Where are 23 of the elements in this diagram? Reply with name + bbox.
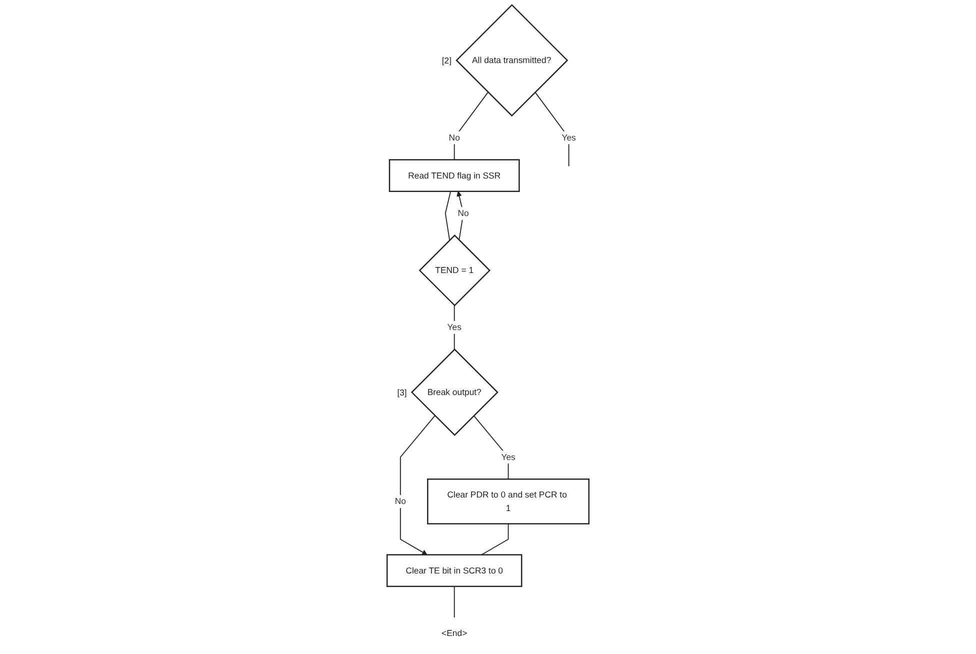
edge-label: No <box>394 496 406 506</box>
connector <box>473 415 509 480</box>
edge-label: Yes <box>562 132 576 142</box>
node-diamond: All data transmitted? <box>456 4 568 117</box>
edge-label: Yes <box>447 322 462 332</box>
connector <box>444 190 452 241</box>
node-box: Clear TE bit in SCR3 to 0 <box>386 554 522 588</box>
node-box: Read TEND flag in SSR <box>388 159 520 192</box>
edge-label: Yes <box>501 452 516 462</box>
step-number: [2] <box>442 55 452 66</box>
node-diamond: TEND = 1 <box>418 234 491 306</box>
step-number: [3] <box>397 387 407 398</box>
node-box: Clear PDR to 0 and set PCR to 1 <box>427 478 590 524</box>
connector <box>454 304 455 350</box>
arrow <box>400 415 436 556</box>
connector <box>454 586 455 618</box>
edge-label: No <box>458 208 469 218</box>
edge-label: No <box>448 132 460 142</box>
node-text: <End> <box>442 628 468 638</box>
node-diamond: Break output? <box>410 348 498 436</box>
connector <box>454 92 488 160</box>
connector <box>481 523 509 556</box>
connector <box>534 92 570 167</box>
